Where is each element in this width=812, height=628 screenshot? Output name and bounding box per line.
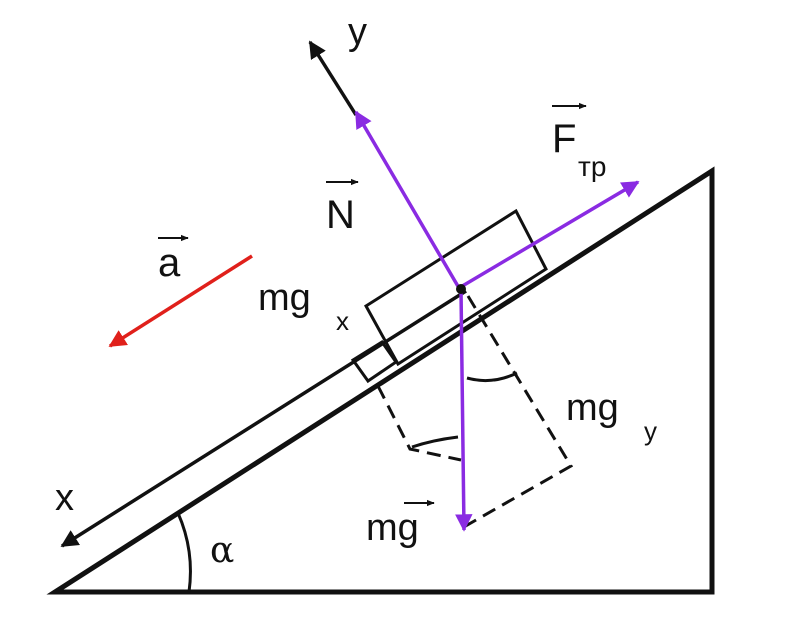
angle-label: α [210,530,234,571]
friction-label-subscript: тр [578,151,606,182]
mgx-label: mg [258,277,311,319]
friction-force-arrow [458,180,640,290]
mgy-label: mg [566,387,619,429]
friction-label: F [552,117,576,161]
angle-mark-bottom [411,435,459,449]
mgy-label-subscript: y [644,416,657,446]
y-axis-arrow [308,40,358,116]
normal-force-arrow [354,110,461,289]
y-axis-label: y [348,11,367,53]
gravity-label: mg [366,507,419,549]
angle-arc [176,512,192,593]
center-of-mass-point [456,284,466,294]
normal-label: N [326,193,355,237]
mgx-label-subscript: x [336,306,349,336]
mgx-component-box [350,339,399,384]
x-axis-label: x [55,477,74,519]
acceleration-arrow [108,254,253,348]
gravity-force-arrow [455,289,473,532]
block [364,208,548,367]
x-axis-arrow [60,289,467,548]
angle-mark-top [466,371,518,383]
incline-triangle [46,166,715,595]
gravity-projection-dashed [461,295,574,530]
gravity-projection-dashed-2 [376,385,462,462]
accel-label: a [158,241,181,285]
